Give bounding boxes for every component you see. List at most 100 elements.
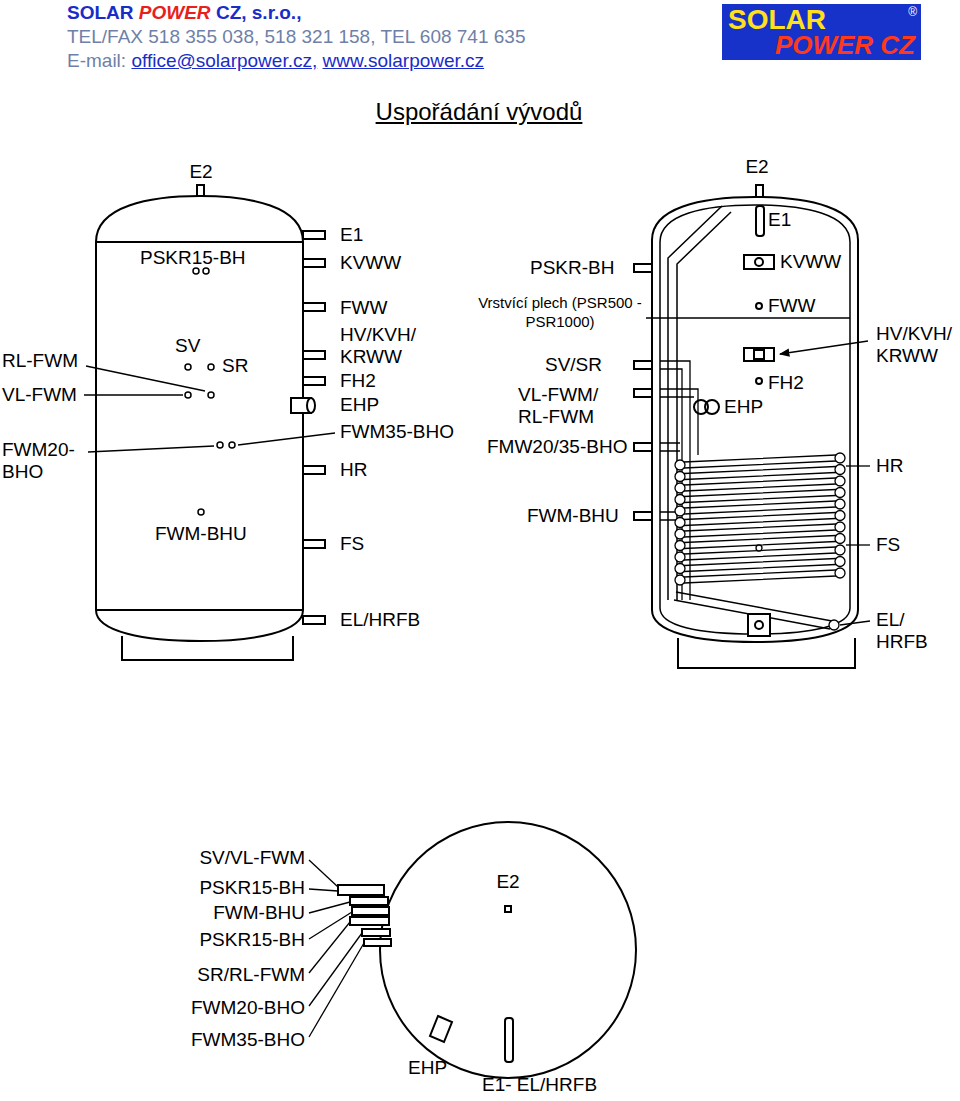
- port-label: FWW: [340, 297, 387, 319]
- drawing-circle: [755, 621, 763, 629]
- drawing-rect: [352, 907, 389, 915]
- drawing-circle: [755, 258, 763, 266]
- drawing-rect: [634, 264, 652, 272]
- drawing-circle: [835, 568, 845, 578]
- drawing-path: [684, 455, 836, 583]
- port-label: Vrstvící plech (PSR500 - PSR1000): [478, 293, 643, 331]
- drawing-rect: [303, 377, 325, 385]
- port-label: FWM35-BHO: [191, 1029, 305, 1051]
- port-label: EHP: [408, 1057, 447, 1079]
- port-label: PSKR15-BH: [199, 877, 305, 899]
- logo-text: SOLAR: [728, 6, 826, 34]
- port-label: RL-FWM: [2, 350, 78, 372]
- drawing-line: [88, 446, 214, 452]
- drawing-line: [309, 889, 338, 891]
- port-label: KVWW: [340, 252, 401, 274]
- port-label: HR: [876, 455, 903, 477]
- header-line: E-mail:office@solarpower.cz,www.solarpow…: [67, 50, 489, 72]
- port-label: HV/KVH/ KRWW: [340, 324, 420, 368]
- drawing-line: [646, 317, 850, 319]
- drawing-line: [309, 922, 350, 973]
- drawing-circle: [185, 364, 191, 370]
- drawing-circle: [835, 488, 845, 498]
- drawing-circle: [675, 552, 685, 562]
- drawing-circle: [675, 483, 685, 493]
- drawing-line: [309, 943, 364, 1037]
- drawing-rect: [303, 540, 325, 548]
- port-label: SR: [222, 355, 248, 377]
- drawing-rect: [756, 206, 764, 236]
- port-label: PSKR15-BH: [140, 247, 246, 269]
- drawing-circle: [380, 822, 636, 1078]
- drawing-rect: [756, 185, 763, 197]
- drawing-rect: [303, 303, 325, 311]
- port-label: FWM-BHU: [213, 902, 305, 924]
- leader-lines: [309, 860, 364, 1037]
- drawing-rect: [634, 512, 652, 520]
- header-text: SOLAR: [67, 2, 134, 24]
- drawing-ellipse: [307, 398, 315, 413]
- drawing-circle: [835, 511, 845, 521]
- port-label: FWM-BHU: [527, 505, 619, 527]
- drawing-line: [96, 609, 303, 611]
- drawing-path: [122, 636, 293, 660]
- drawing-rect: [634, 443, 652, 451]
- drawing-circle: [705, 400, 719, 414]
- drawing-line: [846, 544, 870, 545]
- logo-box: SOLARPOWER CZ®: [722, 4, 921, 60]
- tank-section-view: [634, 185, 858, 668]
- drawing-circle: [835, 465, 845, 475]
- drawing-line: [309, 933, 362, 1006]
- port-label: FWM35-BHO: [340, 421, 454, 443]
- drawing-circle: [229, 442, 235, 448]
- page-title: Uspořádání vývodů: [376, 98, 583, 126]
- port-label: EHP: [724, 396, 763, 418]
- port-label: SV: [175, 335, 200, 357]
- drawing-circle: [675, 529, 685, 539]
- drawing-rect: [505, 1018, 513, 1062]
- drawing-circle: [675, 506, 685, 516]
- drawing-circle: [756, 378, 762, 384]
- drawing-rect: [303, 616, 325, 624]
- port-label: SV/VL-FWM: [199, 847, 305, 869]
- port-label: FWM20-BHO: [191, 997, 305, 1019]
- drawing-rect: [362, 929, 390, 936]
- drawing-line: [780, 341, 868, 354]
- drawing-circle: [756, 303, 762, 309]
- drawing-line: [309, 860, 338, 887]
- drawing-circle: [203, 268, 209, 274]
- drawing-circle: [675, 541, 685, 551]
- port-label: FH2: [340, 370, 376, 392]
- tank-front-view: [96, 185, 325, 660]
- header-text: office@solarpower.cz,: [131, 50, 317, 72]
- drawing-rect: [744, 255, 774, 269]
- port-label: SV/SR: [545, 354, 602, 376]
- port-label: SR/RL-FWM: [197, 964, 305, 986]
- header-text: CZ, s.r.o.,: [216, 2, 302, 24]
- drawing-circle: [198, 509, 204, 515]
- drawing-rect: [350, 897, 388, 905]
- port-label: HV/KVH/ KRWW: [876, 323, 956, 367]
- drawing-path: [660, 389, 698, 455]
- drawing-rect: [634, 389, 652, 397]
- drawing-rect: [505, 906, 511, 912]
- drawing-path: [96, 196, 303, 641]
- drawing-rect: [748, 614, 770, 636]
- drawing-circle: [208, 392, 214, 398]
- drawing-line: [238, 433, 335, 445]
- header-line: SOLARPOWERCZ, s.r.o.,: [67, 2, 307, 24]
- port-label: FWM20- BHO: [2, 439, 86, 483]
- drawing-circle: [675, 518, 685, 528]
- port-label: PSKR-BH: [530, 257, 614, 279]
- drawing-circle: [835, 545, 845, 555]
- drawing-rect: [303, 231, 325, 239]
- port-label: HR: [340, 459, 367, 481]
- drawing-rect: [754, 350, 764, 359]
- header-text: POWER: [139, 2, 211, 24]
- port-label: KVWW: [780, 251, 841, 273]
- drawing-line: [840, 621, 870, 625]
- header-text: www.solarpower.cz: [323, 50, 485, 72]
- drawing-rect: [303, 351, 325, 359]
- port-label: E2: [189, 161, 212, 183]
